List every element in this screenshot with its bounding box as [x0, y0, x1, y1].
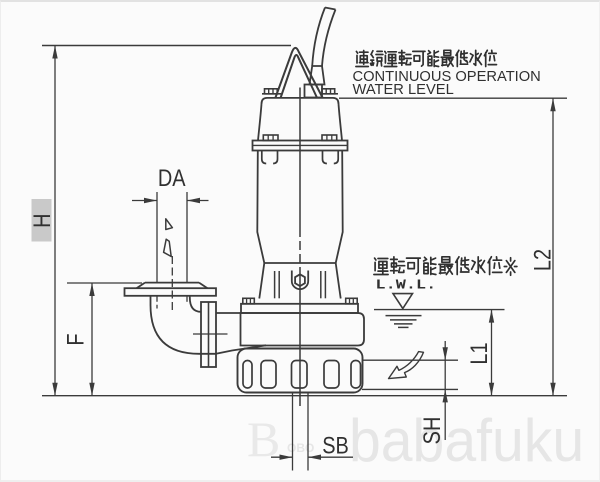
svg-text:babafuku: babafuku — [349, 408, 584, 475]
svg-text:WATER LEVEL: WATER LEVEL — [353, 82, 454, 98]
svg-text:L1: L1 — [465, 342, 492, 364]
svg-text:L.W.L.: L.W.L. — [376, 277, 437, 293]
svg-text:SH: SH — [418, 417, 445, 445]
svg-text:H: H — [28, 214, 55, 228]
svg-text:B: B — [247, 411, 280, 467]
svg-text:F: F — [62, 333, 89, 345]
svg-text:DA: DA — [158, 164, 186, 191]
svg-text:CONTINUOUS OPERATION: CONTINUOUS OPERATION — [353, 69, 541, 85]
svg-text:OBO: OBO — [287, 441, 314, 455]
svg-text:L2: L2 — [529, 249, 556, 271]
svg-text:SB: SB — [322, 432, 349, 459]
